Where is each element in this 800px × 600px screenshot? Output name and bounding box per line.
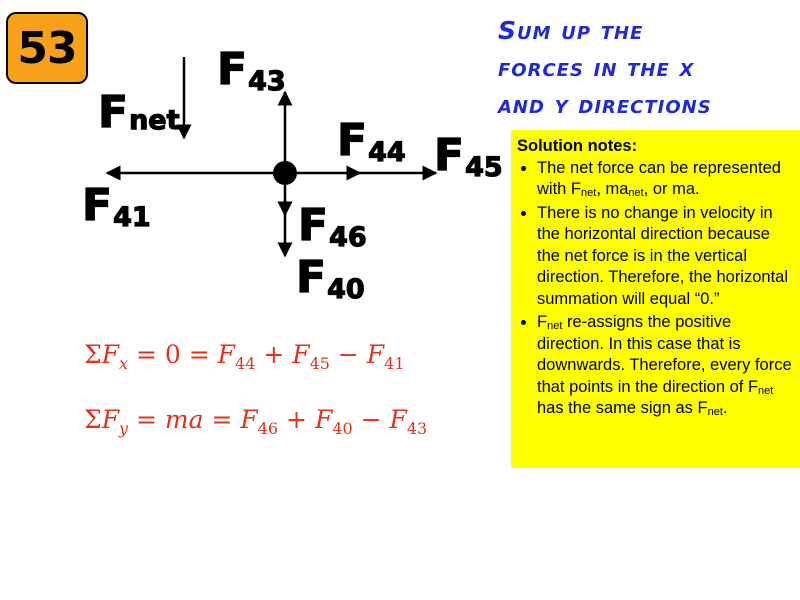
f45-label: F45 (434, 130, 503, 183)
sigma-symbol: Σ (84, 340, 102, 369)
eq-sub: 43 (406, 419, 428, 438)
eq-term: F (217, 340, 236, 369)
x-sum-equation: ΣFx = 0 = F44 + F45 − F41 (84, 340, 405, 373)
note-sub: net (758, 384, 774, 397)
f40-label: F40 (296, 252, 365, 305)
object-point (273, 161, 297, 185)
note-sub: net (581, 187, 597, 199)
note-text: has the same sign as F (537, 399, 708, 417)
notes-heading: Solution notes: (517, 137, 638, 155)
eq-sub: 40 (332, 419, 353, 438)
slide-number: 53 (17, 22, 77, 74)
title-line-3: and y directions (498, 90, 712, 119)
f44-label: F44 (337, 115, 406, 168)
y-sum-equation: ΣFy = ma = F46 + F40 − F43 (84, 405, 427, 438)
eq-sub: 41 (384, 354, 405, 373)
note-text: There is no change in velocity in the ho… (537, 203, 789, 308)
note-text: , or ma. (643, 180, 700, 198)
fnet-label: Fnet (98, 87, 180, 138)
f43-label: F43 (217, 44, 286, 97)
f41-label: F41 (82, 180, 151, 233)
eq-axis: y (119, 419, 129, 438)
eq-sub: 45 (309, 354, 330, 373)
slide-title: Sum up the forces in the x and y directi… (498, 12, 798, 123)
eq-op: − (329, 340, 367, 369)
eq-term: F (314, 405, 333, 434)
note-sub: net (707, 406, 723, 418)
sigma-symbol: Σ (84, 405, 102, 434)
note-sub: net (628, 187, 644, 199)
note-text: re-assigns the positive direction. In th… (537, 313, 792, 396)
note-item-3: Fnet re-assigns the positive direction. … (537, 312, 795, 420)
eq-term: F (101, 340, 120, 369)
note-text: F (537, 313, 548, 331)
eq-term: F (101, 405, 120, 434)
note-text: The net force can be represented with F (537, 158, 781, 199)
eq-term: F (366, 340, 385, 369)
eq-sub: 44 (235, 354, 256, 373)
note-text: . (722, 399, 728, 417)
eq-axis: x (119, 354, 129, 373)
note-text: , ma (596, 180, 629, 198)
eq-term: F (389, 405, 407, 434)
note-sub: net (547, 320, 563, 332)
eq-term: F (292, 340, 310, 369)
eq-sub: 46 (257, 419, 279, 438)
note-item-2: There is no change in velocity in the ho… (537, 203, 795, 311)
f46-label: F46 (298, 200, 367, 253)
eq-rhs: = ma = (128, 405, 241, 434)
eq-op: − (352, 405, 390, 434)
notes-list: The net force can be represented with Fn… (517, 158, 795, 420)
title-line-2: forces in the x (498, 53, 695, 82)
solution-notes-box: Solution notes: The net force can be rep… (511, 130, 800, 468)
slide-number-badge: 53 (6, 12, 88, 84)
eq-op: + (255, 340, 293, 369)
eq-term: F (240, 405, 258, 434)
note-item-1: The net force can be represented with Fn… (537, 158, 795, 201)
title-line-1: Sum up the (498, 16, 644, 45)
eq-op: + (278, 405, 315, 434)
eq-rhs: = 0 = (128, 340, 218, 369)
